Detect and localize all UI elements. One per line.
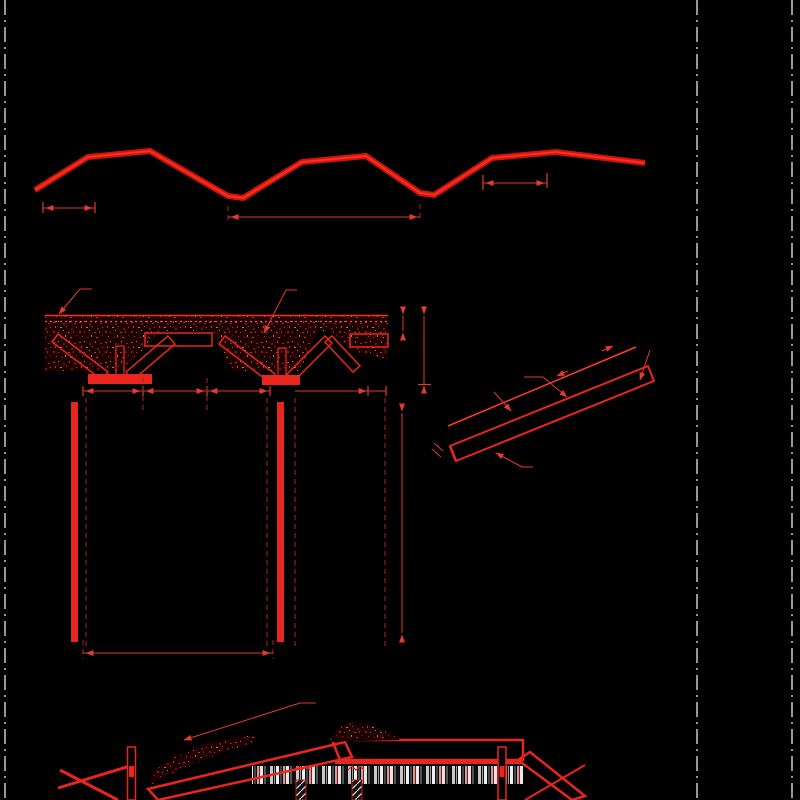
- section-right-dimensions: [400, 306, 431, 394]
- edge-line: [59, 768, 119, 800]
- section-view: [45, 288, 431, 396]
- plan-bottom-dimension: [82, 640, 274, 659]
- isometric-view: [33, 147, 646, 222]
- top-chord-plate: [330, 738, 525, 762]
- plan-view: [71, 378, 405, 659]
- hatched-post: [351, 779, 363, 800]
- detail-sheet-bar: [448, 364, 656, 463]
- plan-ridge-bar: [277, 402, 284, 642]
- bottom-section-view: [57, 702, 588, 800]
- section-fill-left: [45, 331, 162, 371]
- section-foot: [262, 375, 300, 385]
- section-labels: [58, 288, 297, 334]
- concrete-rubble: [330, 722, 400, 742]
- edge-line: [57, 764, 131, 790]
- detail-top-chord: [447, 346, 637, 427]
- section-top-chord-left: [144, 332, 213, 347]
- sloped-plate-left: [145, 740, 354, 800]
- concrete-rubble: [150, 735, 258, 786]
- truss-detail-view: [431, 345, 656, 468]
- corrugated-sheet-band: [252, 766, 524, 784]
- isometric-front-edge: [33, 147, 646, 202]
- isometric-dimensions: [42, 173, 548, 222]
- section-foot: [88, 374, 152, 384]
- plan-ridge-bar: [71, 402, 78, 642]
- construction-lines: [4, 0, 793, 800]
- detail-labels: [431, 345, 651, 468]
- sloped-plate-right: [515, 750, 588, 800]
- section-fill-right: [330, 331, 388, 359]
- hatched-post: [295, 779, 307, 800]
- section-fill-middle: [212, 331, 318, 371]
- section-slab: [45, 315, 388, 331]
- bottom-note: [183, 702, 316, 741]
- section-bottom-dimensions: [82, 386, 387, 396]
- section-diagonal: [323, 334, 362, 374]
- section-top-chord-right: [349, 333, 389, 348]
